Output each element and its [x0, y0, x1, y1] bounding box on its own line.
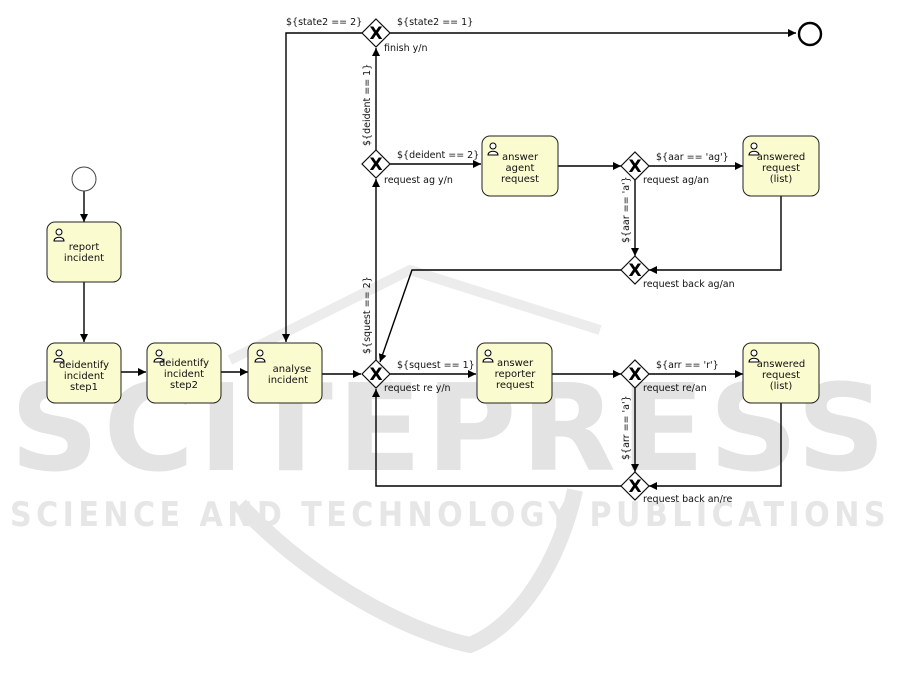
task-deidentify-step1: deidentify incident step1	[46, 342, 122, 404]
end-event	[797, 21, 823, 47]
watermark-roof	[227, 264, 602, 365]
task-label-line: incident	[268, 375, 308, 386]
task-label-line: (list)	[770, 174, 793, 185]
gateway-label-request-back-ag-an: request back ag/an	[643, 279, 735, 290]
svg-text:X: X	[628, 477, 641, 497]
task-label-line: answered	[757, 152, 805, 163]
gateway-label-finish: finish y/n	[384, 43, 427, 54]
task-label-line: incident	[64, 371, 104, 382]
task-answered-request-re: answered request (list)	[742, 342, 820, 404]
gateway-finish: X	[361, 18, 391, 48]
condition-squest-1: ${squest == 1}	[397, 360, 475, 371]
condition-squest-2: ${squest == 2}	[362, 276, 373, 354]
task-label-line: step1	[70, 382, 98, 393]
task-label-line: deidentify	[59, 360, 109, 371]
condition-arr-r: ${arr == 'r'}	[656, 360, 719, 371]
gateway-label-request-re: request re y/n	[384, 383, 451, 394]
svg-text:X: X	[628, 261, 641, 281]
task-label-line: answer	[502, 152, 539, 163]
condition-deident-2: ${deident == 2}	[397, 150, 479, 161]
user-icon	[53, 349, 65, 363]
gateway-label-request-ag-an: request ag/an	[643, 175, 709, 186]
task-box	[247, 342, 323, 404]
user-icon	[487, 142, 499, 156]
gateway-request-ag: X	[361, 149, 391, 179]
sequence-flows	[80, 29, 796, 490]
user-icon	[53, 228, 65, 242]
condition-arr-a: ${arr == 'a'}	[621, 395, 632, 460]
watermark: SCITEPRESS SCIENCE AND TECHNOLOGY PUBLIC…	[10, 264, 890, 654]
flow-answered-ag-back	[649, 196, 782, 274]
user-icon	[482, 349, 494, 363]
task-answered-request-ag: answered request (list)	[742, 135, 820, 197]
user-icon	[748, 349, 760, 363]
task-label-line: (list)	[770, 381, 793, 392]
task-box	[46, 342, 122, 404]
gateway-request-back-an-re: X	[620, 471, 650, 501]
svg-text:X: X	[369, 24, 382, 44]
condition-deident-1: ${deident == 1}	[362, 64, 373, 146]
task-box	[742, 342, 820, 404]
task-label-line: reporter	[495, 369, 537, 380]
condition-state2-1: ${state2 == 1}	[397, 17, 473, 28]
gateway-request-re-an: X	[620, 359, 650, 389]
task-label-line: request	[496, 380, 534, 391]
gateway-label-request-re-an: request re/an	[643, 383, 707, 394]
flow-back-re-gw-re	[372, 389, 621, 487]
svg-text:X: X	[369, 155, 382, 175]
task-label-line: incident	[64, 253, 104, 264]
task-label-line: request	[762, 163, 800, 174]
task-deidentify-step2: deidentify incident step2	[146, 342, 222, 404]
flow-answered-re-back	[649, 403, 782, 490]
user-icon	[153, 349, 165, 363]
task-box	[481, 135, 559, 197]
flow-finish-analyse	[282, 32, 362, 342]
task-label-line: answered	[757, 359, 805, 370]
task-box	[146, 342, 222, 404]
svg-text:X: X	[369, 365, 382, 385]
watermark-swoosh	[234, 488, 583, 654]
task-report-incident: report incident	[46, 221, 122, 283]
start-event	[71, 166, 97, 192]
watermark-sub: SCIENCE AND TECHNOLOGY PUBLICATIONS	[10, 495, 890, 535]
task-label-line: agent	[506, 163, 535, 174]
condition-aar-a: ${aar == 'a'}	[621, 176, 632, 243]
task-label-line: step2	[170, 380, 198, 391]
task-label-line: incident	[164, 369, 204, 380]
gateway-label-request-ag: request ag y/n	[384, 175, 453, 186]
gateway-label-request-back-an-re: request back an/re	[643, 494, 732, 505]
svg-text:X: X	[628, 365, 641, 385]
task-label-line: deidentify	[159, 358, 209, 369]
flow-back-ag-gw-re	[378, 269, 621, 363]
svg-text:X: X	[628, 157, 641, 177]
task-box	[46, 221, 122, 283]
task-analyse-incident: analyse incident	[247, 342, 323, 404]
task-label-line: report	[69, 242, 100, 253]
user-icon	[748, 142, 760, 156]
task-answer-reporter-request: answer reporter request	[476, 342, 553, 404]
task-answer-agent-request: answer agent request	[481, 135, 559, 197]
task-label-line: analyse	[273, 364, 312, 375]
gateway-request-back-ag-an: X	[620, 255, 650, 285]
task-label-line: request	[762, 370, 800, 381]
condition-state2-2: ${state2 == 2}	[286, 17, 362, 28]
gateway-request-re: X	[361, 359, 391, 389]
task-label-line: answer	[497, 358, 534, 369]
task-label-line: request	[501, 174, 539, 185]
user-icon	[254, 349, 266, 363]
condition-aar-ag: ${aar == 'ag'}	[656, 152, 729, 163]
task-box	[742, 135, 820, 197]
task-box	[476, 342, 553, 404]
gateway-request-ag-an: X	[620, 151, 650, 181]
